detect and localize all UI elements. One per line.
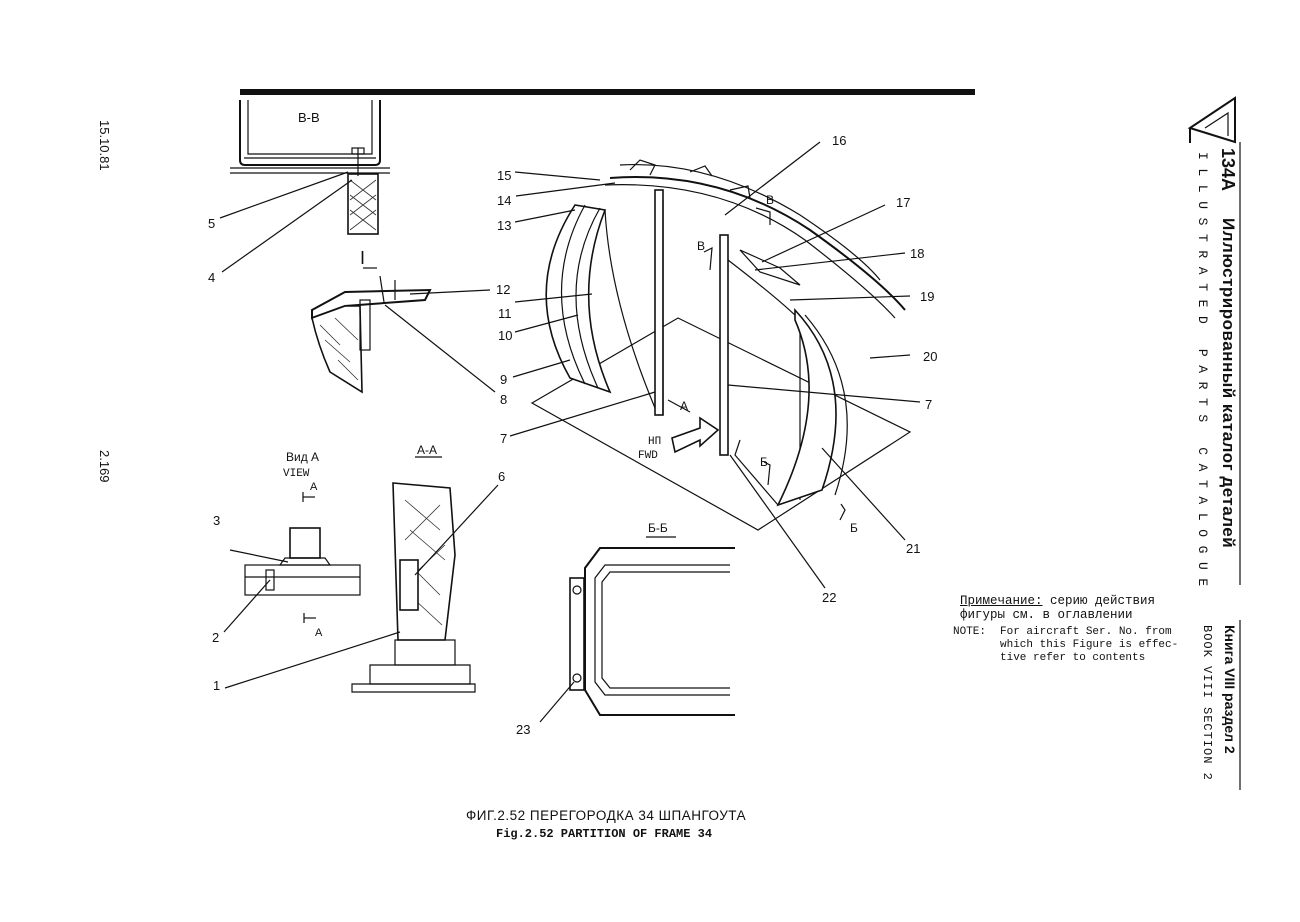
floor-plate <box>530 317 912 531</box>
note-en-label: NOTE: <box>953 626 987 638</box>
label-arrow-v-top: В <box>766 193 774 207</box>
callout-7-left: 7 <box>500 431 507 446</box>
note-en-line3: tive refer to contents <box>1000 652 1146 664</box>
callout-2: 2 <box>212 630 219 645</box>
callout-20: 20 <box>923 349 937 364</box>
label-section-bb2: Б-Б <box>648 521 668 535</box>
center-post-left <box>654 189 664 416</box>
callout-16: 16 <box>832 133 846 148</box>
callout-8: 8 <box>500 392 507 407</box>
label-fwd-ru: НП <box>648 436 661 448</box>
label-arrow-b-left: Б <box>760 455 768 469</box>
fwd-arrow-shape <box>671 416 720 454</box>
header-model: 134A <box>1218 148 1238 192</box>
header-book-en: BOOK VIII SECTION 2 <box>1200 625 1214 781</box>
callout-19: 19 <box>920 289 934 304</box>
callout-12: 12 <box>496 282 510 297</box>
label-vid-a: Вид А <box>286 450 319 464</box>
callout-23: 23 <box>516 722 530 737</box>
callout-21: 21 <box>906 541 920 556</box>
callout-6: 6 <box>498 469 505 484</box>
right-frame-panel <box>776 307 837 507</box>
note-ru-label: Примечание: <box>960 594 1043 608</box>
header-title-en: ILLUSTRATED PARTS CATALOGUE <box>1195 152 1210 595</box>
callout-14: 14 <box>497 193 511 208</box>
top-rule <box>240 89 975 95</box>
label-view-a-top: А <box>310 481 318 493</box>
callout-7-right: 7 <box>925 397 932 412</box>
callout-1: 1 <box>213 678 220 693</box>
frame-assembly <box>509 141 921 589</box>
logo-icon <box>1187 96 1241 790</box>
label-view-en: VIEW <box>283 468 310 480</box>
detail-i <box>311 267 496 394</box>
callout-13: 13 <box>497 218 511 233</box>
callout-9: 9 <box>500 372 507 387</box>
label-section-vv: В-В <box>298 110 320 125</box>
label-view-a-bottom: А <box>315 627 323 639</box>
caption-en: Fig.2.52 PARTITION OF FRAME 34 <box>496 827 713 841</box>
callout-5: 5 <box>208 216 215 231</box>
label-detail-i: I <box>360 248 365 268</box>
label-section-aa: А-А <box>417 443 437 457</box>
callout-17: 17 <box>896 195 910 210</box>
callout-18: 18 <box>910 246 924 261</box>
header-title-ru: Иллюстрированный каталог деталей <box>1219 218 1238 549</box>
note-ru: Примечание: серию действия <box>960 594 1155 608</box>
section-vv <box>219 100 390 273</box>
left-frame-panel <box>545 204 612 394</box>
label-arrow-a: А <box>680 399 688 413</box>
center-post-right <box>719 234 729 456</box>
callout-10: 10 <box>498 328 512 343</box>
margin-page: 2.169 <box>97 450 112 483</box>
note-en-line2: which this Figure is effec- <box>1000 639 1179 651</box>
callout-4: 4 <box>208 270 215 285</box>
note-ru-line1: серию действия <box>1050 594 1156 608</box>
label-fwd-en: FWD <box>638 450 658 462</box>
caption-ru: ФИГ.2.52 ПЕРЕГОРОДКА 34 ШПАНГОУТА <box>466 808 747 823</box>
margin-date: 15.10.81 <box>97 120 112 171</box>
label-arrow-b-right: Б <box>850 521 858 535</box>
note-ru-line2: фигуры см. в оглавлении <box>960 608 1133 622</box>
callout-15: 15 <box>497 168 511 183</box>
callout-3: 3 <box>213 513 220 528</box>
header-book-ru: Книга VIII раздел 2 <box>1222 625 1238 754</box>
note-en-line1: For aircraft Ser. No. from <box>1000 626 1172 638</box>
section-aa <box>224 456 499 693</box>
callout-22: 22 <box>822 590 836 605</box>
view-a <box>223 492 361 633</box>
section-bb <box>539 536 735 723</box>
callout-11: 11 <box>498 306 512 321</box>
label-arrow-v-left: В <box>697 239 705 253</box>
